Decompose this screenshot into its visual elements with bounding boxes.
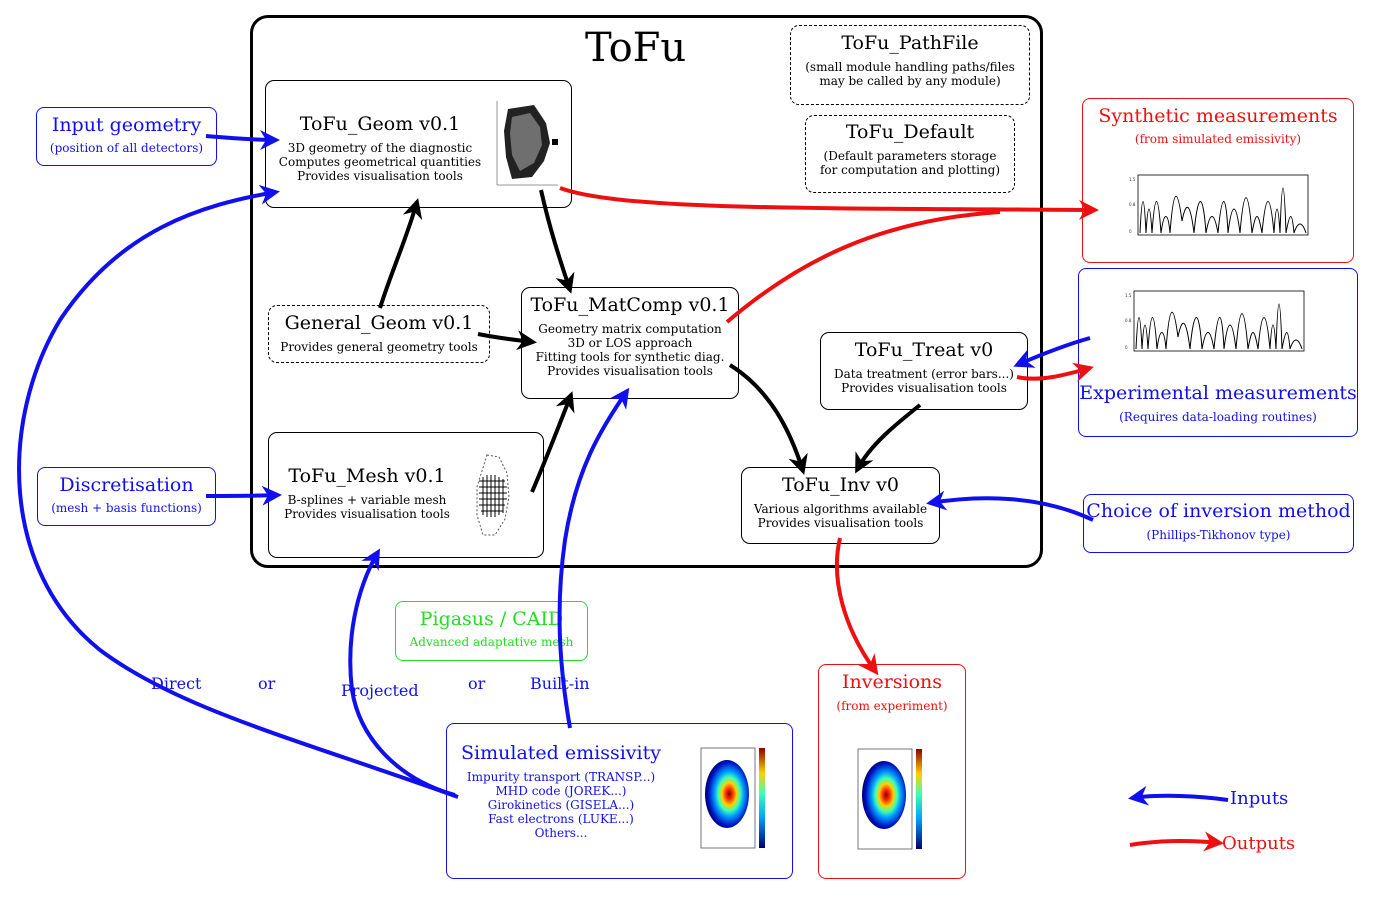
- default-line: (Default parameters storage: [823, 149, 997, 163]
- mesh-plot-thumbnail: [476, 454, 510, 536]
- choice-inversion-box[interactable]: Choice of inversion method (Phillips-Tik…: [1083, 494, 1354, 553]
- general-geom-title: General_Geom v0.1: [284, 312, 474, 334]
- geometry-plot-thumbnail: [496, 101, 558, 186]
- matcomp-line: Geometry matrix computation: [538, 322, 722, 336]
- simulated-emissivity-box[interactable]: Simulated emissivity Impurity transport …: [446, 723, 793, 879]
- input-geometry-box[interactable]: Input geometry (position of all detector…: [36, 107, 217, 166]
- path-label-or: or: [468, 674, 486, 693]
- path-label-projected: Projected: [341, 681, 419, 700]
- svg-text:0.8: 0.8: [1125, 318, 1132, 323]
- inv-module[interactable]: ToFu_Inv v0 Various algorithms available…: [741, 467, 940, 544]
- pigasus-title: Pigasus / CAID: [419, 608, 564, 630]
- general-geom-line: Provides general geometry tools: [280, 340, 478, 354]
- experimental-measurements-box[interactable]: 1.5 0.8 0 Experimental measurements (Requi…: [1078, 268, 1358, 437]
- legend-outputs-arrow: [1129, 831, 1224, 852]
- mesh-module[interactable]: ToFu_Mesh v0.1 B-splines + variable mesh…: [268, 432, 544, 558]
- inversions-box[interactable]: Inversions (from experiment): [818, 664, 966, 879]
- matcomp-line: Provides visualisation tools: [547, 364, 713, 378]
- matcomp-title: ToFu_MatComp v0.1: [530, 294, 730, 316]
- matcomp-line: 3D or LOS approach: [567, 336, 693, 350]
- choice-inversion-title: Choice of inversion method: [1086, 500, 1351, 522]
- geom-line: Computes geometrical quantities: [278, 155, 482, 169]
- arrow-projected-to-mesh: [348, 548, 456, 797]
- mesh-line: B-splines + variable mesh: [287, 493, 447, 507]
- geom-title: ToFu_Geom v0.1: [299, 113, 461, 135]
- treat-title: ToFu_Treat v0: [854, 339, 994, 361]
- synthetic-title: Synthetic measurements: [1098, 105, 1338, 127]
- discretisation-title: Discretisation: [59, 474, 194, 496]
- path-label-builtin: Built-in: [530, 674, 590, 693]
- path-label-or: or: [258, 674, 276, 693]
- matcomp-module[interactable]: ToFu_MatComp v0.1 Geometry matrix comput…: [521, 287, 739, 399]
- pigasus-caid-box[interactable]: Pigasus / CAID Advanced adaptative mesh: [395, 601, 588, 661]
- treat-line: Data treatment (error bars...): [834, 367, 1014, 381]
- mesh-title: ToFu_Mesh v0.1: [288, 465, 446, 487]
- simulated-emissivity-map: [700, 747, 765, 849]
- experimental-title: Experimental measurements: [1079, 382, 1357, 404]
- geom-line: 3D geometry of the diagnostic: [287, 141, 473, 155]
- default-line: for computation and plotting): [819, 163, 1001, 177]
- geom-module[interactable]: ToFu_Geom v0.1 3D geometry of the diagno…: [265, 80, 572, 208]
- pathfile-title: ToFu_PathFile: [841, 32, 979, 54]
- synthetic-subtitle: (from simulated emissivity): [1134, 132, 1302, 146]
- legend-inputs-arrow: [1128, 785, 1229, 806]
- discretisation-subtitle: (mesh + basis functions): [51, 501, 202, 515]
- discretisation-box[interactable]: Discretisation (mesh + basis functions): [37, 467, 216, 526]
- simulated-line: Impurity transport (TRANSP...): [466, 770, 656, 784]
- legend-inputs-label: Inputs: [1230, 788, 1289, 809]
- main-title: ToFu: [585, 25, 687, 71]
- simulated-line: Fast electrons (LUKE...): [488, 812, 634, 826]
- svg-text:1.5: 1.5: [1129, 177, 1136, 182]
- inversions-title: Inversions: [841, 671, 943, 693]
- treat-line: Provides visualisation tools: [841, 381, 1007, 395]
- svg-text:1.5: 1.5: [1125, 293, 1132, 298]
- simulated-line: Others...: [534, 826, 588, 840]
- input-geometry-title: Input geometry: [51, 114, 202, 136]
- synthetic-measurements-box[interactable]: Synthetic measurements (from simulated e…: [1082, 98, 1354, 263]
- pathfile-line: (small module handling paths/files: [805, 60, 1015, 74]
- svg-text:0.8: 0.8: [1129, 202, 1136, 207]
- input-geometry-subtitle: (position of all detectors): [49, 141, 204, 155]
- inv-line: Provides visualisation tools: [757, 516, 924, 530]
- geom-line: Provides visualisation tools: [297, 169, 463, 183]
- path-label-direct: Direct: [151, 674, 202, 693]
- simulated-title: Simulated emissivity: [461, 742, 661, 764]
- general-geom-module[interactable]: General_Geom v0.1 Provides general geome…: [268, 305, 490, 363]
- simulated-line: MHD code (JOREK...): [495, 784, 627, 798]
- inv-line: Various algorithms available: [753, 502, 928, 516]
- inv-title: ToFu_Inv v0: [782, 474, 899, 496]
- legend-outputs-label: Outputs: [1222, 833, 1296, 854]
- pigasus-subtitle: Advanced adaptative mesh: [409, 635, 574, 649]
- default-module[interactable]: ToFu_Default (Default parameters storage…: [805, 115, 1015, 193]
- svg-text:0: 0: [1129, 229, 1132, 234]
- mesh-line: Provides visualisation tools: [284, 507, 450, 521]
- inversion-result-map: [857, 748, 922, 850]
- matcomp-line: Fitting tools for synthetic diag.: [535, 350, 725, 364]
- simulated-line: Girokinetics (GISELA...): [487, 798, 635, 812]
- experimental-subtitle: (Requires data-loading routines): [1119, 410, 1317, 424]
- pathfile-module[interactable]: ToFu_PathFile (small module handling pat…: [790, 25, 1030, 105]
- treat-module[interactable]: ToFu_Treat v0 Data treatment (error bars…: [820, 332, 1028, 410]
- choice-inversion-subtitle: (Phillips-Tikhonov type): [1146, 528, 1291, 542]
- synthetic-signal-plot: 1.5 0.8 0: [1129, 174, 1309, 236]
- experimental-signal-plot: 1.5 0.8 0: [1125, 290, 1305, 352]
- inversions-subtitle: (from experiment): [836, 699, 948, 713]
- pathfile-line: may be called by any module): [819, 74, 1001, 88]
- svg-text:0: 0: [1125, 345, 1128, 350]
- default-title: ToFu_Default: [845, 121, 975, 143]
